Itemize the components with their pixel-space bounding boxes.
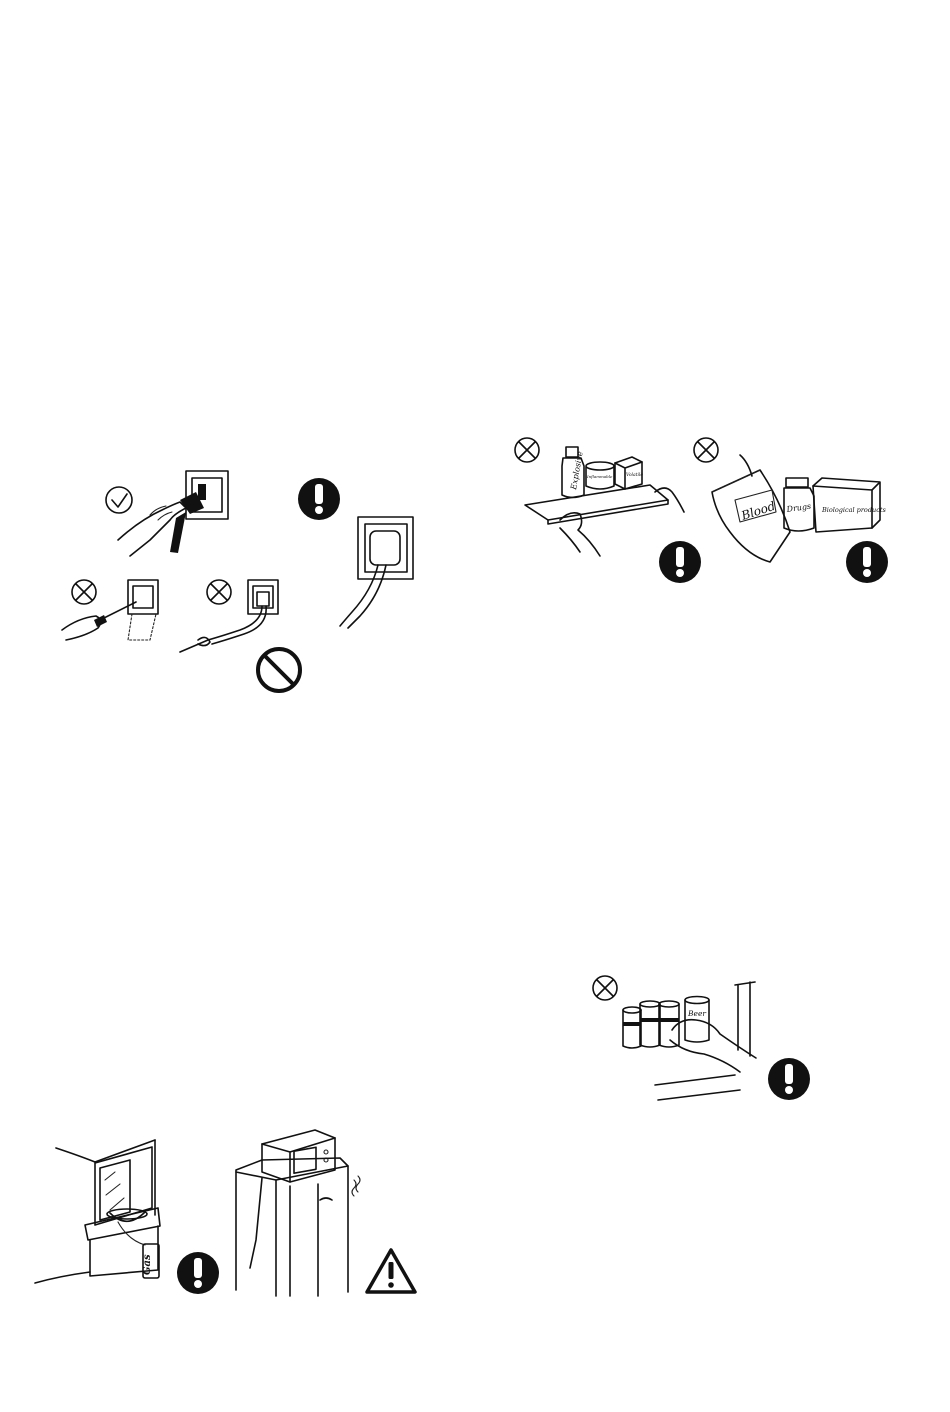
can-row: Beer xyxy=(623,997,709,1049)
no-symbol-icon xyxy=(258,649,300,691)
box-label: Volatile xyxy=(626,472,643,478)
x-circle-icon xyxy=(72,580,96,604)
microwave-on-fridge-figure xyxy=(236,1130,415,1296)
kitchen-gas-figure: Gas xyxy=(35,1140,219,1294)
shelf-forbidden-items-figure: Explosive Inflammable Volatile xyxy=(515,438,701,583)
beer-cans-figure: Beer xyxy=(593,976,810,1100)
gas-cylinder: Gas xyxy=(142,1244,159,1278)
box-label: Biological products xyxy=(821,506,886,514)
exclamation-circle-icon xyxy=(768,1058,810,1100)
volatile-box: Volatile xyxy=(615,457,643,489)
x-circle-icon xyxy=(207,580,231,604)
exclamation-circle-icon xyxy=(659,541,701,583)
jar-label: Inflammable xyxy=(586,474,613,479)
socket-screwdriver-illustration xyxy=(62,580,158,640)
x-circle-icon xyxy=(593,976,617,1000)
x-circle-icon xyxy=(515,438,539,462)
exclamation-circle-icon xyxy=(298,478,340,520)
gas-label: Gas xyxy=(142,1254,153,1275)
exclamation-circle-icon xyxy=(846,541,888,583)
plug-safety-figure xyxy=(62,471,413,691)
check-circle-icon xyxy=(106,487,132,513)
socket-with-hand-illustration xyxy=(118,471,228,556)
drugs-bottle: Drugs xyxy=(784,478,814,531)
x-circle-icon xyxy=(694,438,718,462)
inflammable-jar: Inflammable xyxy=(586,462,614,489)
bag-label: Blood xyxy=(739,499,778,523)
biological-products-box: Biological products xyxy=(813,478,886,532)
medical-items-figure: Blood Drugs Biological products xyxy=(694,438,888,583)
warning-triangle-icon xyxy=(367,1250,415,1292)
exclamation-circle-icon xyxy=(177,1252,219,1294)
socket-knotted-cable-illustration xyxy=(180,580,278,652)
socket-plug-illustration xyxy=(340,517,413,628)
explosive-bottle: Explosive xyxy=(562,447,585,498)
can-label: Beer xyxy=(687,1009,706,1018)
bottle-label: Drugs xyxy=(785,502,812,514)
blood-bag: Blood xyxy=(712,455,790,562)
